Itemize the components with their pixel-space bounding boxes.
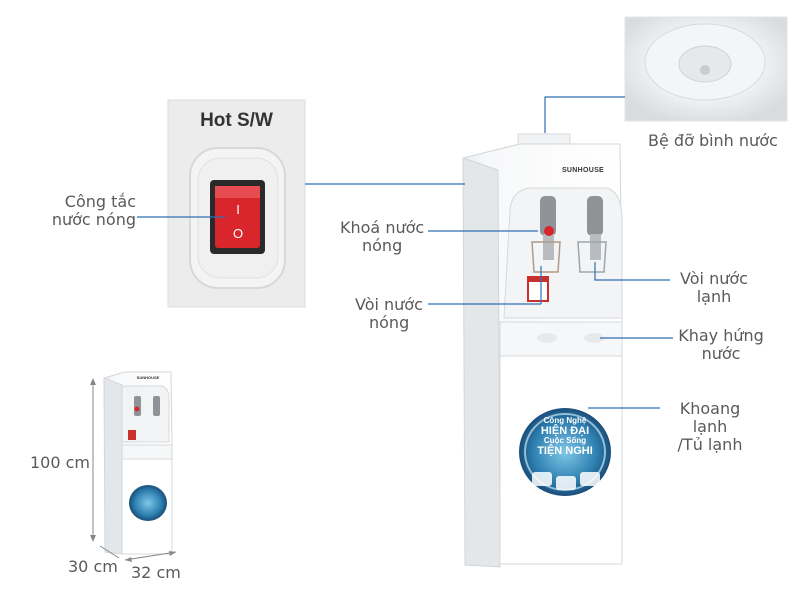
badge-line-1: Công Nghệ [543,416,587,425]
callout-hot-switch-line-1: Công tắc [64,192,136,211]
callout-fridge: Khoang lạnh /Tủ lạnh [660,400,760,454]
callout-cold-tap: Vòi nước lạnh [671,270,757,306]
dimension-depth: 30 cm [68,557,118,576]
callout-drip-tray-line-1: Khay hứng [678,326,764,345]
callout-fridge-line-1: Khoang lạnh [679,399,741,436]
callout-drip-tray: Khay hứng nước [673,327,769,363]
water-dispenser-main [462,133,623,568]
callout-hot-lock-line-1: Khoá nước [340,218,425,237]
callout-cold-tap-line-1: Vòi nước [680,269,748,288]
callout-hot-tap-line-1: Vòi nước [355,295,423,314]
switch-panel-label: Hot S/W [200,110,273,131]
callout-hot-tap-line-2: nóng [369,313,410,332]
dimension-height: 100 cm [30,453,91,472]
callout-water-bottle-holder: Bệ đỡ bình nước [648,131,778,150]
callout-hot-lock-line-2: nóng [362,236,403,255]
callout-cold-tap-line-2: lạnh [696,287,732,306]
badge-line-3: Cuộc Sống [543,436,587,445]
badge-line-2: HIỆN ĐẠI [540,425,590,437]
callout-hot-switch: Công tắc nước nóng [20,193,136,229]
callout-hot-switch-line-2: nước nóng [51,210,136,229]
badge-line-4: TIỆN NGHI [537,445,593,457]
callout-lines [137,96,673,409]
hot-switch-zoom [167,99,306,308]
brand-logo-small: SUNHOUSE [136,375,160,380]
callout-hot-tap: Vòi nước nóng [355,296,445,332]
dimension-lines [90,378,177,562]
water-dispenser-small [103,371,173,555]
switch-off-symbol: O [232,226,244,241]
callout-fridge-line-2: /Tủ lạnh [677,435,743,454]
brand-logo: SUNHOUSE [561,167,605,174]
bottle-holder-zoom [624,16,788,122]
badge-text: Công Nghệ HIỆN ĐẠI Cuộc Sống TIỆN NGHI [527,416,603,457]
dimension-width: 32 cm [131,563,181,582]
callout-hot-lock: Khoá nước nóng [340,219,440,255]
switch-on-symbol: I [236,202,240,217]
callout-drip-tray-line-2: nước [701,344,741,363]
